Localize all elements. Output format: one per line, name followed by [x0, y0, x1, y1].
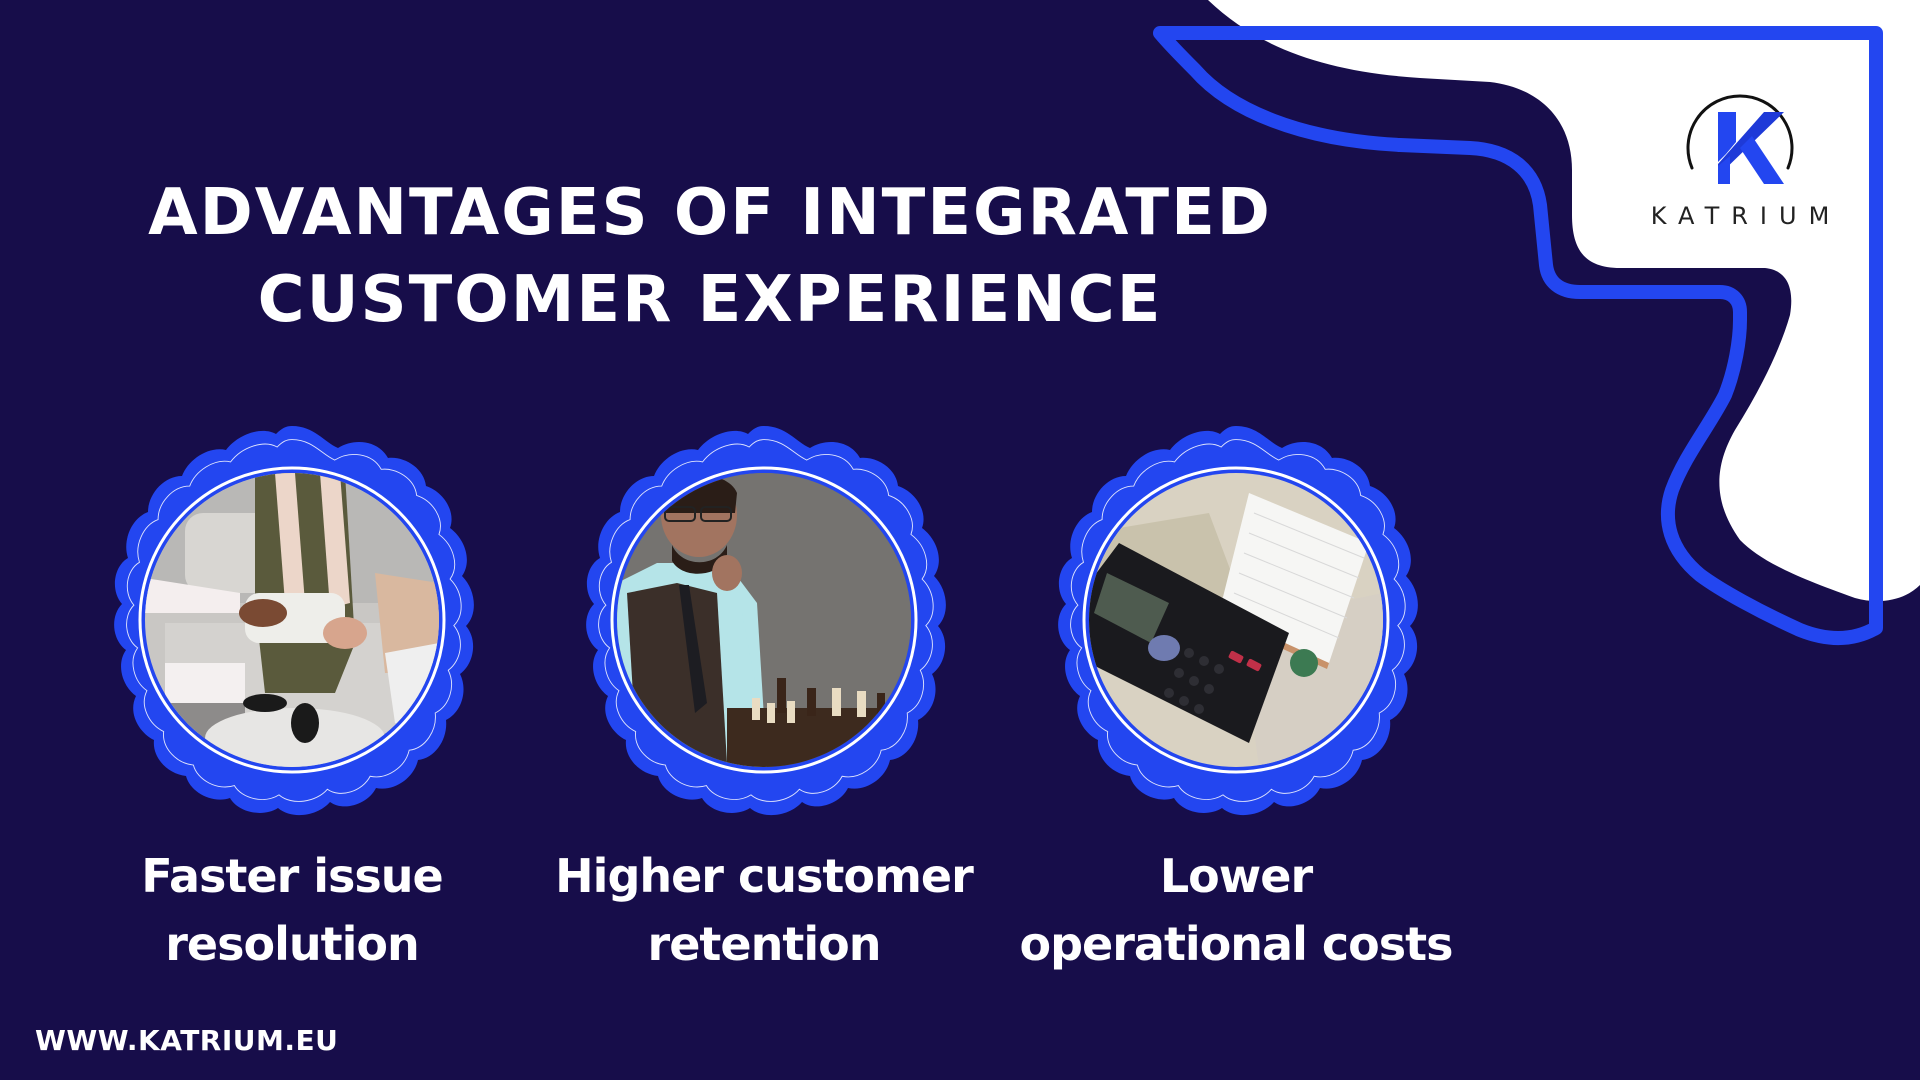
caption-card-3: Lower operational costs [1019, 849, 1453, 971]
logo-wordmark: KATRIUM [1650, 202, 1842, 230]
katrium-logo: KATRIUM [1620, 82, 1860, 242]
caption-card-2: Higher customer retention [555, 849, 974, 971]
photo-man-chess [617, 473, 911, 767]
advantage-card-3 [1036, 420, 1436, 820]
photo-calculator-money [1089, 473, 1383, 767]
photo-holding-hands [145, 473, 439, 767]
caption-card-1: Faster issue resolution [141, 849, 444, 971]
website-link[interactable]: WWW.KATRIUM.EU [35, 1024, 339, 1057]
page-title: ADVANTAGES OF INTEGRATED CUSTOMER EXPERI… [110, 170, 1310, 344]
title-line-1: ADVANTAGES OF INTEGRATED [148, 176, 1272, 250]
advantage-card-2 [564, 420, 964, 820]
k-logo-icon [1686, 94, 1794, 184]
title-line-2: CUSTOMER EXPERIENCE [257, 263, 1163, 337]
advantage-card-1 [92, 420, 492, 820]
